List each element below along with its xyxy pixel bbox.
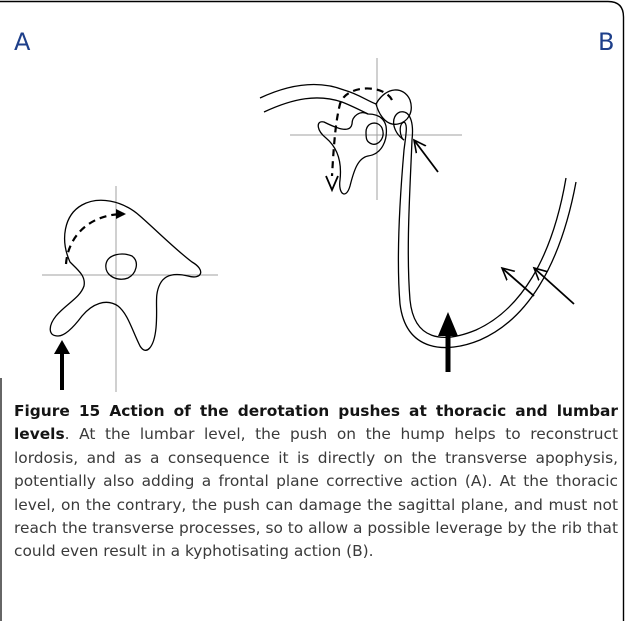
panel-label-b: B [598,28,614,56]
rib-upper-line-b [260,84,376,104]
rib-push-arrow-2-b [534,268,574,304]
rotation-arrow-a [66,214,124,264]
caption-body: . At the lumbar level, the push on the h… [14,425,618,560]
rib-lower-line-b [264,98,368,114]
push-arrow-small-b [414,140,438,172]
rib-curve-outer-b [394,112,566,338]
panel-a-vertebra [42,186,218,392]
push-arrowhead-a [54,340,70,354]
panel-label-a: A [14,28,30,56]
vertebral-foramen-b [366,123,383,144]
push-arrowhead-b [438,312,458,336]
panel-b-vertebra [260,58,576,372]
figure-caption: Figure 15 Action of the derotation pushe… [14,400,618,564]
rotation-arrowhead-b [326,176,338,190]
